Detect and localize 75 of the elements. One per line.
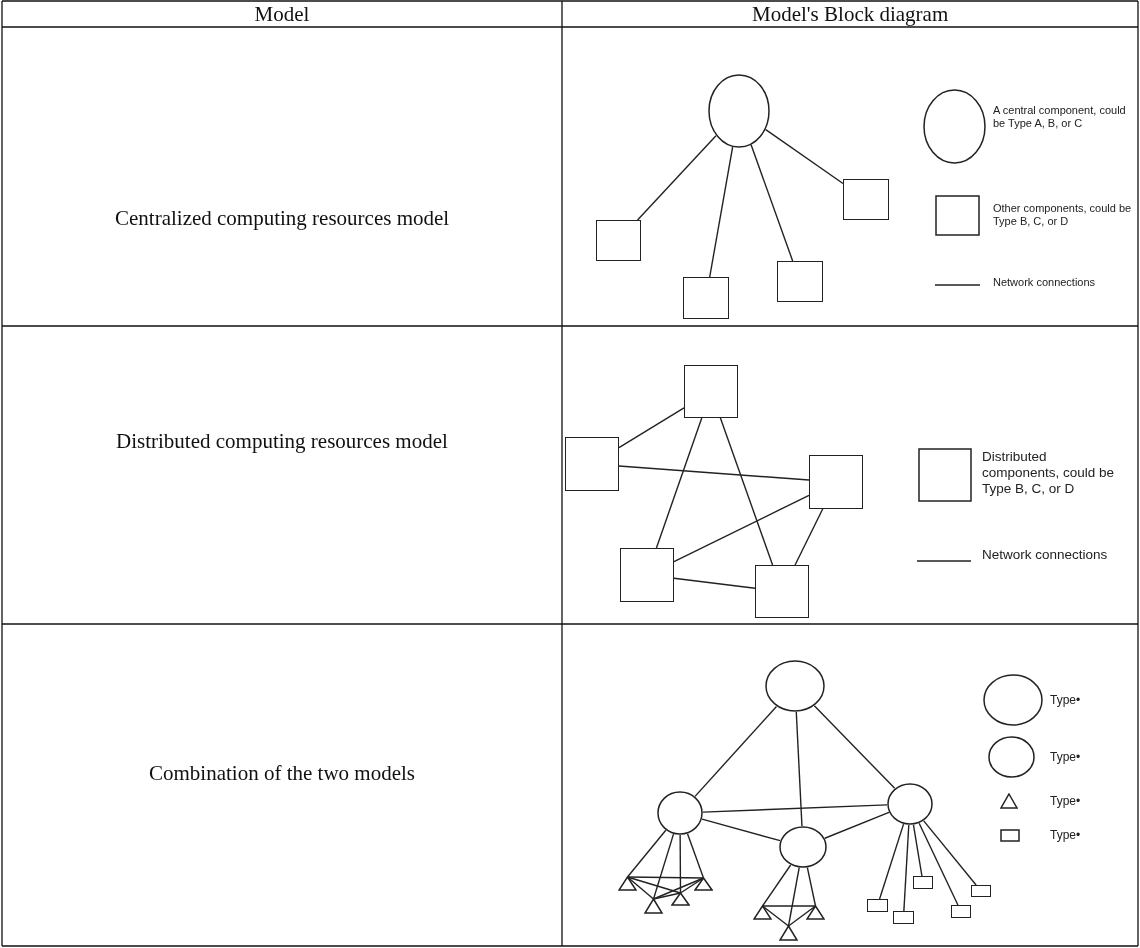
network-connection-line [765, 128, 844, 185]
network-connection-line [903, 824, 910, 912]
network-connection-line [761, 905, 790, 927]
component-circle [765, 660, 825, 712]
network-connection-line [923, 820, 977, 886]
network-connection-line [636, 135, 717, 221]
component-box [777, 261, 823, 302]
network-connection-line [686, 833, 705, 879]
network-connection-line [912, 824, 923, 877]
component-box [620, 548, 674, 602]
component-box [893, 911, 914, 924]
legend-label: Type• [1050, 794, 1082, 809]
network-connection-line [794, 508, 824, 566]
network-connection-line [673, 494, 810, 563]
network-connection-line [813, 705, 896, 789]
row-label: Centralized computing resources model [115, 205, 450, 231]
component-triangle [644, 898, 663, 914]
legend-label: Network connections [982, 547, 1109, 564]
network-connection-line [787, 867, 800, 927]
component-triangle [806, 905, 825, 920]
component-box [683, 277, 729, 319]
network-connection-line [761, 864, 792, 907]
component-box [684, 365, 738, 418]
row-label: Combination of the two models [149, 760, 415, 786]
network-connection-line [750, 144, 794, 262]
legend-label: Distributed components, could be Type B, C, or D [982, 448, 1116, 498]
component-box [565, 437, 619, 491]
legend-label: Type• [1050, 750, 1082, 765]
component-box [951, 905, 971, 918]
component-circle [887, 783, 933, 825]
network-connection-line [679, 877, 705, 894]
network-connection-line [918, 822, 959, 906]
column-header: Model's Block diagram [752, 1, 949, 27]
component-box [843, 179, 889, 220]
network-connection-line [701, 818, 781, 842]
component-triangle [694, 877, 713, 891]
network-connection-line [673, 577, 756, 589]
component-box [596, 220, 641, 261]
component-box [755, 565, 809, 618]
component-circle [657, 791, 703, 835]
component-box [867, 899, 888, 912]
column-header: Model [254, 1, 310, 27]
legend-label: Type• [1050, 828, 1082, 843]
legend-label: Type• [1050, 693, 1082, 708]
network-connection-line [719, 417, 774, 566]
component-triangle [618, 876, 637, 891]
legend-label: Network connections [993, 275, 1097, 289]
legend-label: A central component, could be Type A, B, or C [993, 104, 1127, 131]
network-connection-line [626, 876, 705, 879]
network-connection-line [626, 876, 655, 900]
network-connection-line [787, 905, 817, 927]
component-box [809, 455, 863, 509]
component-triangle [753, 905, 772, 920]
component-box [913, 876, 933, 889]
network-connection-line [652, 833, 675, 900]
network-connection-line [679, 834, 682, 894]
row-label: Distributed computing resources model [116, 428, 448, 454]
network-connection-line [655, 417, 703, 549]
network-connection-line [618, 465, 810, 481]
component-triangle [779, 925, 798, 941]
network-connection-line [824, 811, 890, 839]
network-connection-line [761, 905, 817, 907]
network-connection-line [709, 146, 734, 278]
network-connection-line [878, 823, 905, 900]
network-connection-line [806, 866, 817, 907]
component-triangle [671, 892, 690, 906]
network-connection-line [626, 829, 667, 878]
network-connection-line [702, 804, 888, 813]
network-connection-line [795, 711, 803, 827]
legend-label: Other components, could be Type B, C, or D [993, 202, 1133, 229]
component-box [971, 885, 991, 897]
network-connection-line [694, 705, 778, 798]
component-circle [779, 826, 827, 868]
network-connection-line [618, 407, 685, 449]
component-circle [708, 74, 770, 148]
